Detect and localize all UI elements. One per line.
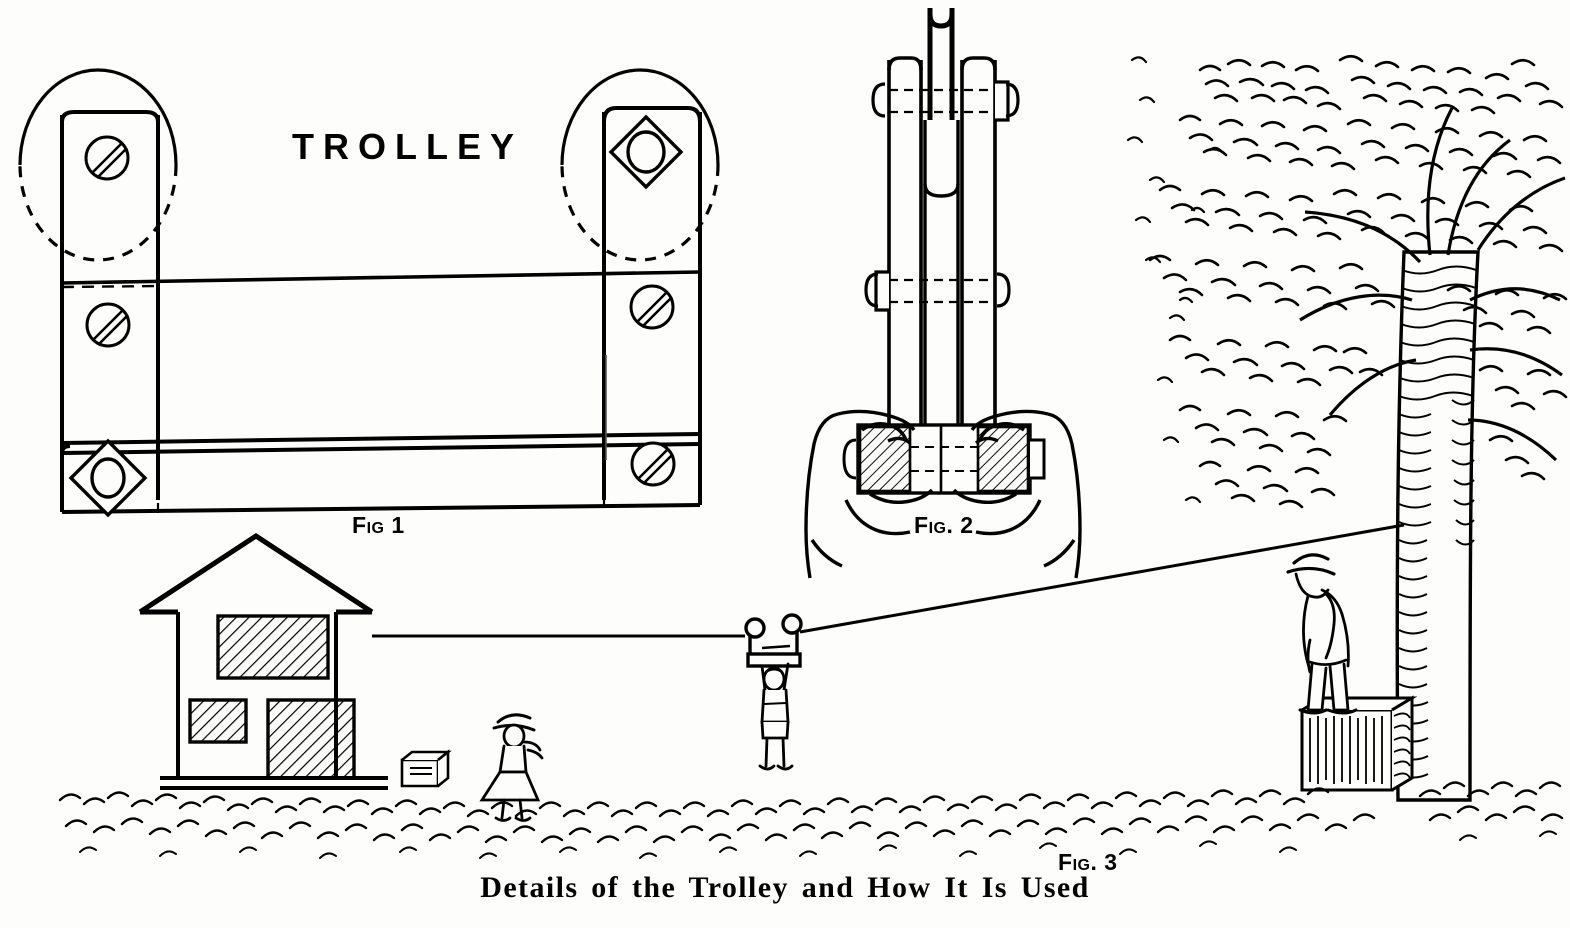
fig3-small: IG bbox=[1072, 857, 1091, 874]
man bbox=[1286, 553, 1358, 715]
right-hand bbox=[952, 409, 1082, 579]
fig3-number: . 3 bbox=[1090, 849, 1118, 875]
left-side-strap bbox=[60, 110, 160, 500]
fig2-trolley-in-hands bbox=[804, 8, 1082, 579]
house bbox=[138, 533, 388, 790]
figure-caption: Details of the Trolley and How It Is Use… bbox=[480, 871, 1090, 904]
small-crate bbox=[400, 749, 452, 788]
slotted-screw bbox=[84, 135, 130, 181]
girl bbox=[479, 713, 544, 822]
tree bbox=[1126, 54, 1568, 802]
fig3-prefix: F bbox=[1058, 849, 1073, 875]
side-plate-right bbox=[960, 56, 997, 430]
fig1-prefix: F bbox=[352, 512, 367, 538]
frame-top-rail bbox=[61, 270, 701, 285]
cross-bar bbox=[60, 432, 701, 514]
slotted-screw bbox=[629, 284, 675, 330]
pulley-sheaves bbox=[18, 68, 720, 262]
frame-hidden-lines bbox=[61, 270, 701, 289]
cable bbox=[372, 523, 1405, 638]
upper-bolt bbox=[871, 80, 1020, 122]
handle-bar-section bbox=[842, 423, 1046, 495]
trolley-on-cable bbox=[744, 613, 803, 668]
grass bbox=[58, 781, 1564, 859]
trolley-title: TROLLEY bbox=[292, 126, 523, 167]
fig1-label: FIG 1 bbox=[352, 512, 405, 539]
slotted-screw bbox=[85, 302, 131, 348]
fig3-label: FIG. 3 bbox=[1058, 849, 1118, 876]
center-sheave-plate bbox=[923, 120, 960, 430]
boy-on-trolley bbox=[758, 662, 794, 771]
lower-bolt bbox=[864, 270, 1011, 312]
fig1-trolley-assembly bbox=[18, 68, 720, 518]
left-hand bbox=[804, 409, 934, 579]
side-plate-left bbox=[887, 56, 923, 430]
fig3-scene bbox=[58, 54, 1568, 859]
fig2-small: IG bbox=[928, 520, 947, 537]
fig2-label: FIG. 2 bbox=[914, 512, 974, 539]
wooden-block bbox=[1300, 695, 1418, 792]
fig1-number: 1 bbox=[384, 512, 405, 538]
fig2-number: . 2 bbox=[946, 512, 974, 538]
foliage bbox=[1126, 54, 1568, 509]
diamond-washer bbox=[68, 438, 148, 518]
diamond-washer bbox=[608, 114, 684, 190]
cross-bar-hidden-edges bbox=[156, 447, 606, 513]
slotted-screw bbox=[630, 441, 676, 487]
fig2-prefix: F bbox=[914, 512, 929, 538]
strap-ends bbox=[60, 498, 702, 512]
cable-groove-tongue bbox=[927, 8, 955, 120]
fig1-small: IG bbox=[366, 520, 385, 537]
